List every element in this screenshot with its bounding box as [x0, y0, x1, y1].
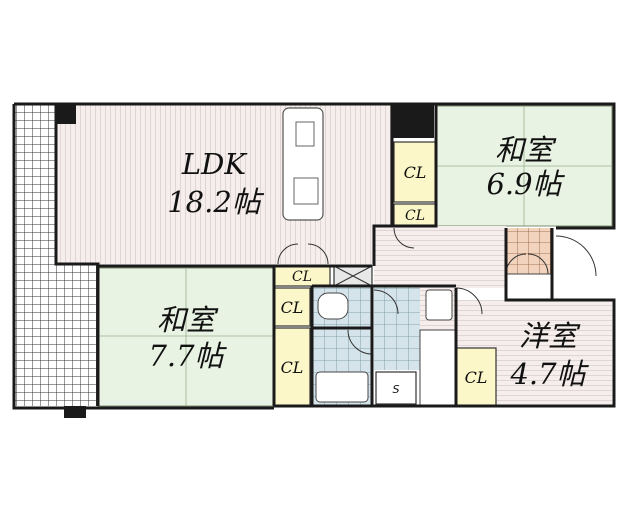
kitchen-stove [293, 177, 319, 205]
washroom [374, 286, 420, 370]
closet-washitsu-lower-label: CL [281, 358, 304, 377]
closet-yoshitsu-label: CL [465, 368, 488, 387]
fridge-space [419, 329, 457, 407]
entrance-step [505, 273, 553, 301]
column-2 [392, 104, 434, 138]
washitsu-2-name: 和室 [157, 303, 219, 337]
washitsu-1-size: 6.9帖 [486, 167, 565, 201]
yoshitsu-size: 4.7帖 [509, 357, 589, 391]
storage-label: S [393, 383, 400, 396]
walls [12, 102, 616, 410]
kitchen-sink [295, 121, 315, 147]
kitchen-counter [282, 107, 324, 221]
column-1 [56, 104, 76, 124]
hallway [374, 226, 506, 288]
closet-washitsu-lower [273, 327, 311, 407]
ldk-floor [56, 104, 392, 264]
ldk-name: LDK [181, 147, 249, 181]
entrance [506, 228, 552, 274]
closet-washitsu-upper [273, 287, 311, 327]
yoshitsu-name: 洋室 [519, 319, 581, 353]
storage [375, 371, 417, 405]
closet-washitsu-upper-label: CL [281, 298, 304, 317]
column-3 [64, 406, 86, 418]
closet-ldk-small-label: CL [405, 208, 425, 224]
closet-ldk [393, 141, 437, 203]
closet-hall-label: CL [292, 269, 312, 285]
washbasin [425, 289, 453, 321]
closet-ldk-label: CL [404, 163, 427, 182]
bathtub [315, 371, 369, 403]
toilet-fixture [317, 292, 349, 320]
washitsu-2-size: 7.7帖 [148, 339, 227, 373]
washitsu-1-name: 和室 [495, 133, 557, 167]
balcony-lower [14, 264, 98, 406]
ldk-size: 18.2帖 [167, 185, 265, 219]
